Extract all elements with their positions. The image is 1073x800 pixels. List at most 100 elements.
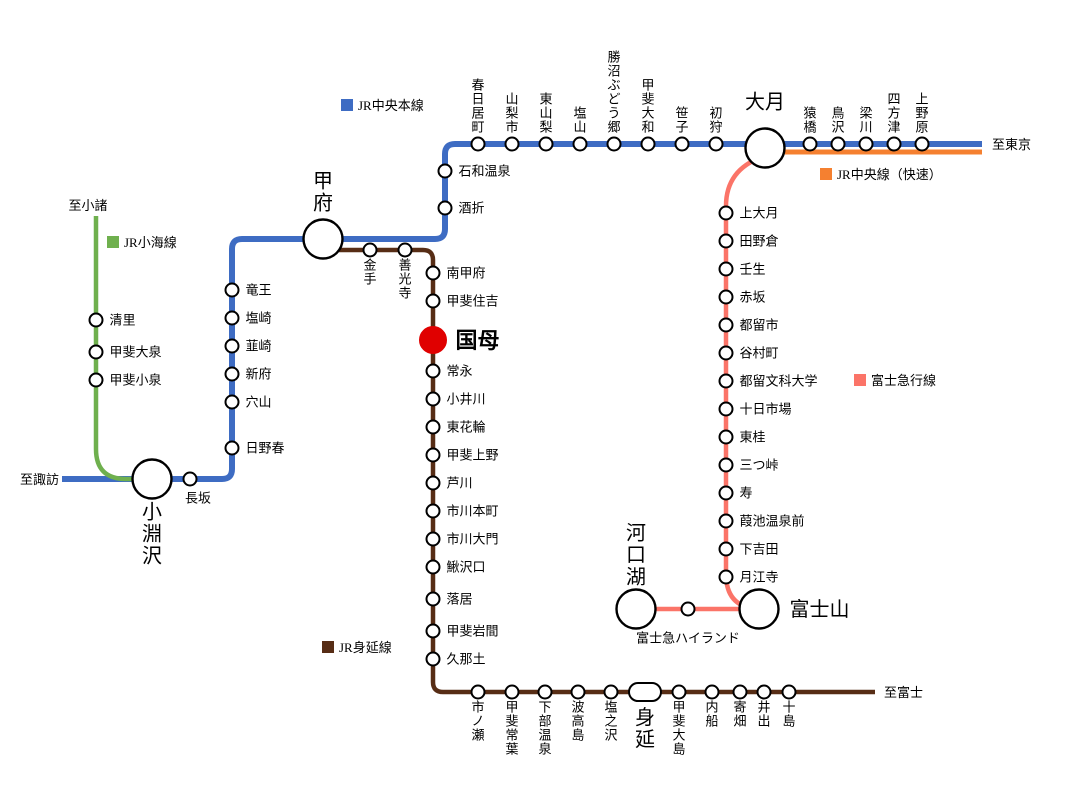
direction-label: 至富士 — [884, 685, 923, 700]
station-label: 東花輪 — [447, 420, 486, 435]
legend-color-swatch — [820, 168, 832, 180]
station-node — [680, 601, 696, 617]
station-node — [718, 233, 734, 249]
station-node — [914, 136, 930, 152]
station-node — [570, 684, 586, 700]
station-label: 甲斐大島 — [672, 700, 685, 757]
station-label: 市川大門 — [447, 532, 499, 547]
station-label: 笹子 — [675, 106, 688, 135]
station-label: 梁川 — [859, 106, 872, 135]
station-node — [425, 591, 441, 607]
station-label: 芦川 — [447, 476, 473, 491]
station-label: 勝沼ぶどう郷 — [607, 50, 620, 135]
major-station-node — [302, 218, 344, 260]
station-label: 田野倉 — [740, 234, 779, 249]
station-label: 初狩 — [709, 106, 722, 135]
station-node — [425, 503, 441, 519]
direction-label: 至小諸 — [68, 198, 107, 213]
rail-line-jr-minobu — [330, 247, 875, 695]
station-label: 穴山 — [246, 395, 272, 410]
legend-color-swatch — [854, 374, 866, 386]
station-node — [718, 373, 734, 389]
station-label: 井出 — [757, 700, 770, 729]
station-label: 甲府 — [313, 171, 333, 215]
station-node — [224, 394, 240, 410]
station-label: 壬生 — [740, 262, 766, 277]
station-node — [437, 163, 453, 179]
station-node — [718, 541, 734, 557]
station-label: 日野春 — [246, 441, 285, 456]
major-station-node — [744, 127, 786, 169]
major-station-node — [615, 588, 657, 630]
station-node — [224, 282, 240, 298]
station-label: 石和温泉 — [459, 164, 511, 179]
station-label: 韮崎 — [246, 339, 272, 354]
station-label: 南甲府 — [447, 266, 486, 281]
station-node — [425, 623, 441, 639]
station-node — [830, 136, 846, 152]
station-label: 東山梨 — [539, 92, 552, 135]
station-node — [718, 485, 734, 501]
station-label: 月江寺 — [740, 570, 779, 585]
station-label: 市ノ瀬 — [471, 700, 484, 743]
station-label: 甲斐住吉 — [447, 294, 499, 309]
legend-color-swatch — [322, 641, 334, 653]
station-node — [224, 338, 240, 354]
station-label: 下吉田 — [740, 542, 779, 557]
station-label: 波高島 — [571, 700, 584, 743]
station-label: 猿橋 — [803, 106, 816, 135]
station-label: 鰍沢口 — [447, 560, 486, 575]
station-node — [538, 136, 554, 152]
station-label: 鳥沢 — [831, 106, 844, 135]
station-node — [858, 136, 874, 152]
station-label: 河口湖 — [626, 522, 646, 589]
legend-label: JR中央本線 — [358, 98, 424, 113]
station-label: 久那土 — [447, 652, 486, 667]
station-node — [362, 242, 378, 258]
legend-item-fujikyu: 富士急行線 — [854, 373, 936, 388]
station-node — [718, 205, 734, 221]
station-node — [425, 391, 441, 407]
legend-item-jr-minobu: JR身延線 — [322, 640, 392, 655]
station-node — [718, 345, 734, 361]
station-node — [718, 317, 734, 333]
station-node — [470, 684, 486, 700]
station-label: 長坂 — [185, 491, 211, 506]
station-node — [504, 684, 520, 700]
major-station-node — [738, 588, 780, 630]
major-station-node — [131, 458, 173, 500]
station-label: 内船 — [705, 700, 718, 729]
legend-color-swatch — [107, 236, 119, 248]
station-label: 常永 — [447, 364, 473, 379]
direction-label: 至諏訪 — [20, 472, 59, 487]
station-label: 甲斐大泉 — [110, 345, 162, 360]
station-label: 落居 — [447, 592, 473, 607]
station-label: 東桂 — [740, 430, 766, 445]
station-node — [781, 684, 797, 700]
station-node — [718, 513, 734, 529]
legend-label: JR小海線 — [124, 235, 177, 250]
station-node — [718, 261, 734, 277]
station-node — [572, 136, 588, 152]
station-label: 甲斐小泉 — [110, 373, 162, 388]
station-node — [732, 684, 748, 700]
station-label: 甲斐大和 — [641, 78, 654, 135]
station-label: 甲斐上野 — [447, 448, 499, 463]
station-node — [397, 242, 413, 258]
station-label: 春日居町 — [471, 78, 484, 135]
station-label: 塩之沢 — [604, 700, 617, 743]
station-node — [88, 344, 104, 360]
station-label: 三つ峠 — [740, 458, 779, 473]
station-node — [437, 200, 453, 216]
station-label: 都留文科大学 — [740, 374, 818, 389]
station-node — [718, 401, 734, 417]
station-label: 小井川 — [447, 392, 486, 407]
station-node — [425, 363, 441, 379]
station-label: 塩山 — [573, 106, 586, 135]
legend-label: JR身延線 — [339, 640, 392, 655]
station-label: 富士山 — [790, 598, 850, 621]
station-label: 酒折 — [459, 201, 485, 216]
station-label: 寄畑 — [733, 700, 746, 729]
